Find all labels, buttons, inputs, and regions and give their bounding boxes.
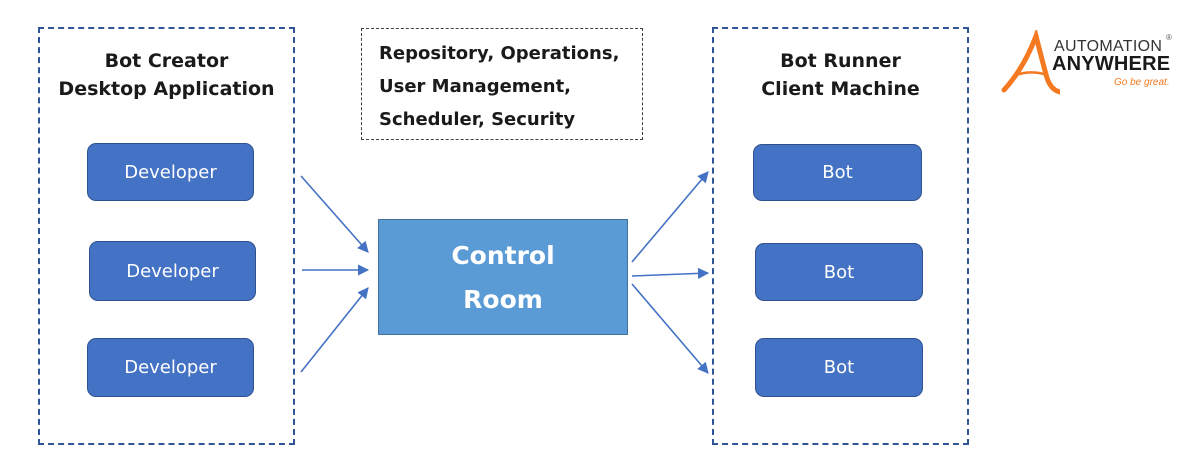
bot-node-3: Bot (755, 338, 923, 397)
bot-creator-title: Bot Creator Desktop Application (40, 47, 293, 103)
bot-creator-panel: Bot Creator Desktop Application (38, 27, 295, 445)
bot-node-2: Bot (755, 243, 923, 301)
automation-anywhere-logo: AUTOMATION ® ANYWHERE Go be great. (1000, 30, 1190, 100)
bot-runner-title-line2: Client Machine (761, 78, 920, 100)
arrow-control-room-to-bot2 (631, 267, 710, 279)
logo-tagline: Go be great. (1114, 77, 1170, 88)
arrow-developer1-to-control-room (300, 175, 369, 253)
bot-runner-title-line1: Bot Runner (780, 50, 901, 72)
arrow-control-room-to-bot1 (631, 171, 709, 263)
bot-runner-panel: Bot Runner Client Machine (712, 27, 969, 445)
arrow-developer3-to-control-room (300, 287, 369, 373)
developer-node-3: Developer (87, 338, 254, 397)
developer-node-2: Developer (89, 241, 256, 301)
bot-node-1: Bot (753, 144, 922, 201)
logo-anywhere-text: ANYWHERE (1052, 53, 1171, 75)
control-room-line2: Room (463, 285, 543, 314)
developer-node-1: Developer (87, 143, 254, 201)
bot-runner-title: Bot Runner Client Machine (714, 47, 967, 103)
bot-creator-title-line2: Desktop Application (58, 78, 275, 100)
feature-line-2: User Management, (379, 76, 572, 97)
control-room-node: Control Room (378, 219, 628, 335)
feature-line-3: Scheduler, Security (379, 109, 576, 130)
logo-automation-text: AUTOMATION (1054, 38, 1163, 55)
control-room-features-box: Repository, Operations, User Management,… (361, 28, 643, 140)
bot-creator-title-line1: Bot Creator (104, 50, 229, 72)
feature-line-1: Repository, Operations, (379, 43, 620, 64)
control-room-line1: Control (451, 241, 555, 270)
arrow-control-room-to-bot3 (631, 283, 709, 374)
automation-anywhere-a-logo-icon (1001, 30, 1060, 95)
logo-registered-mark: ® (1166, 33, 1172, 42)
